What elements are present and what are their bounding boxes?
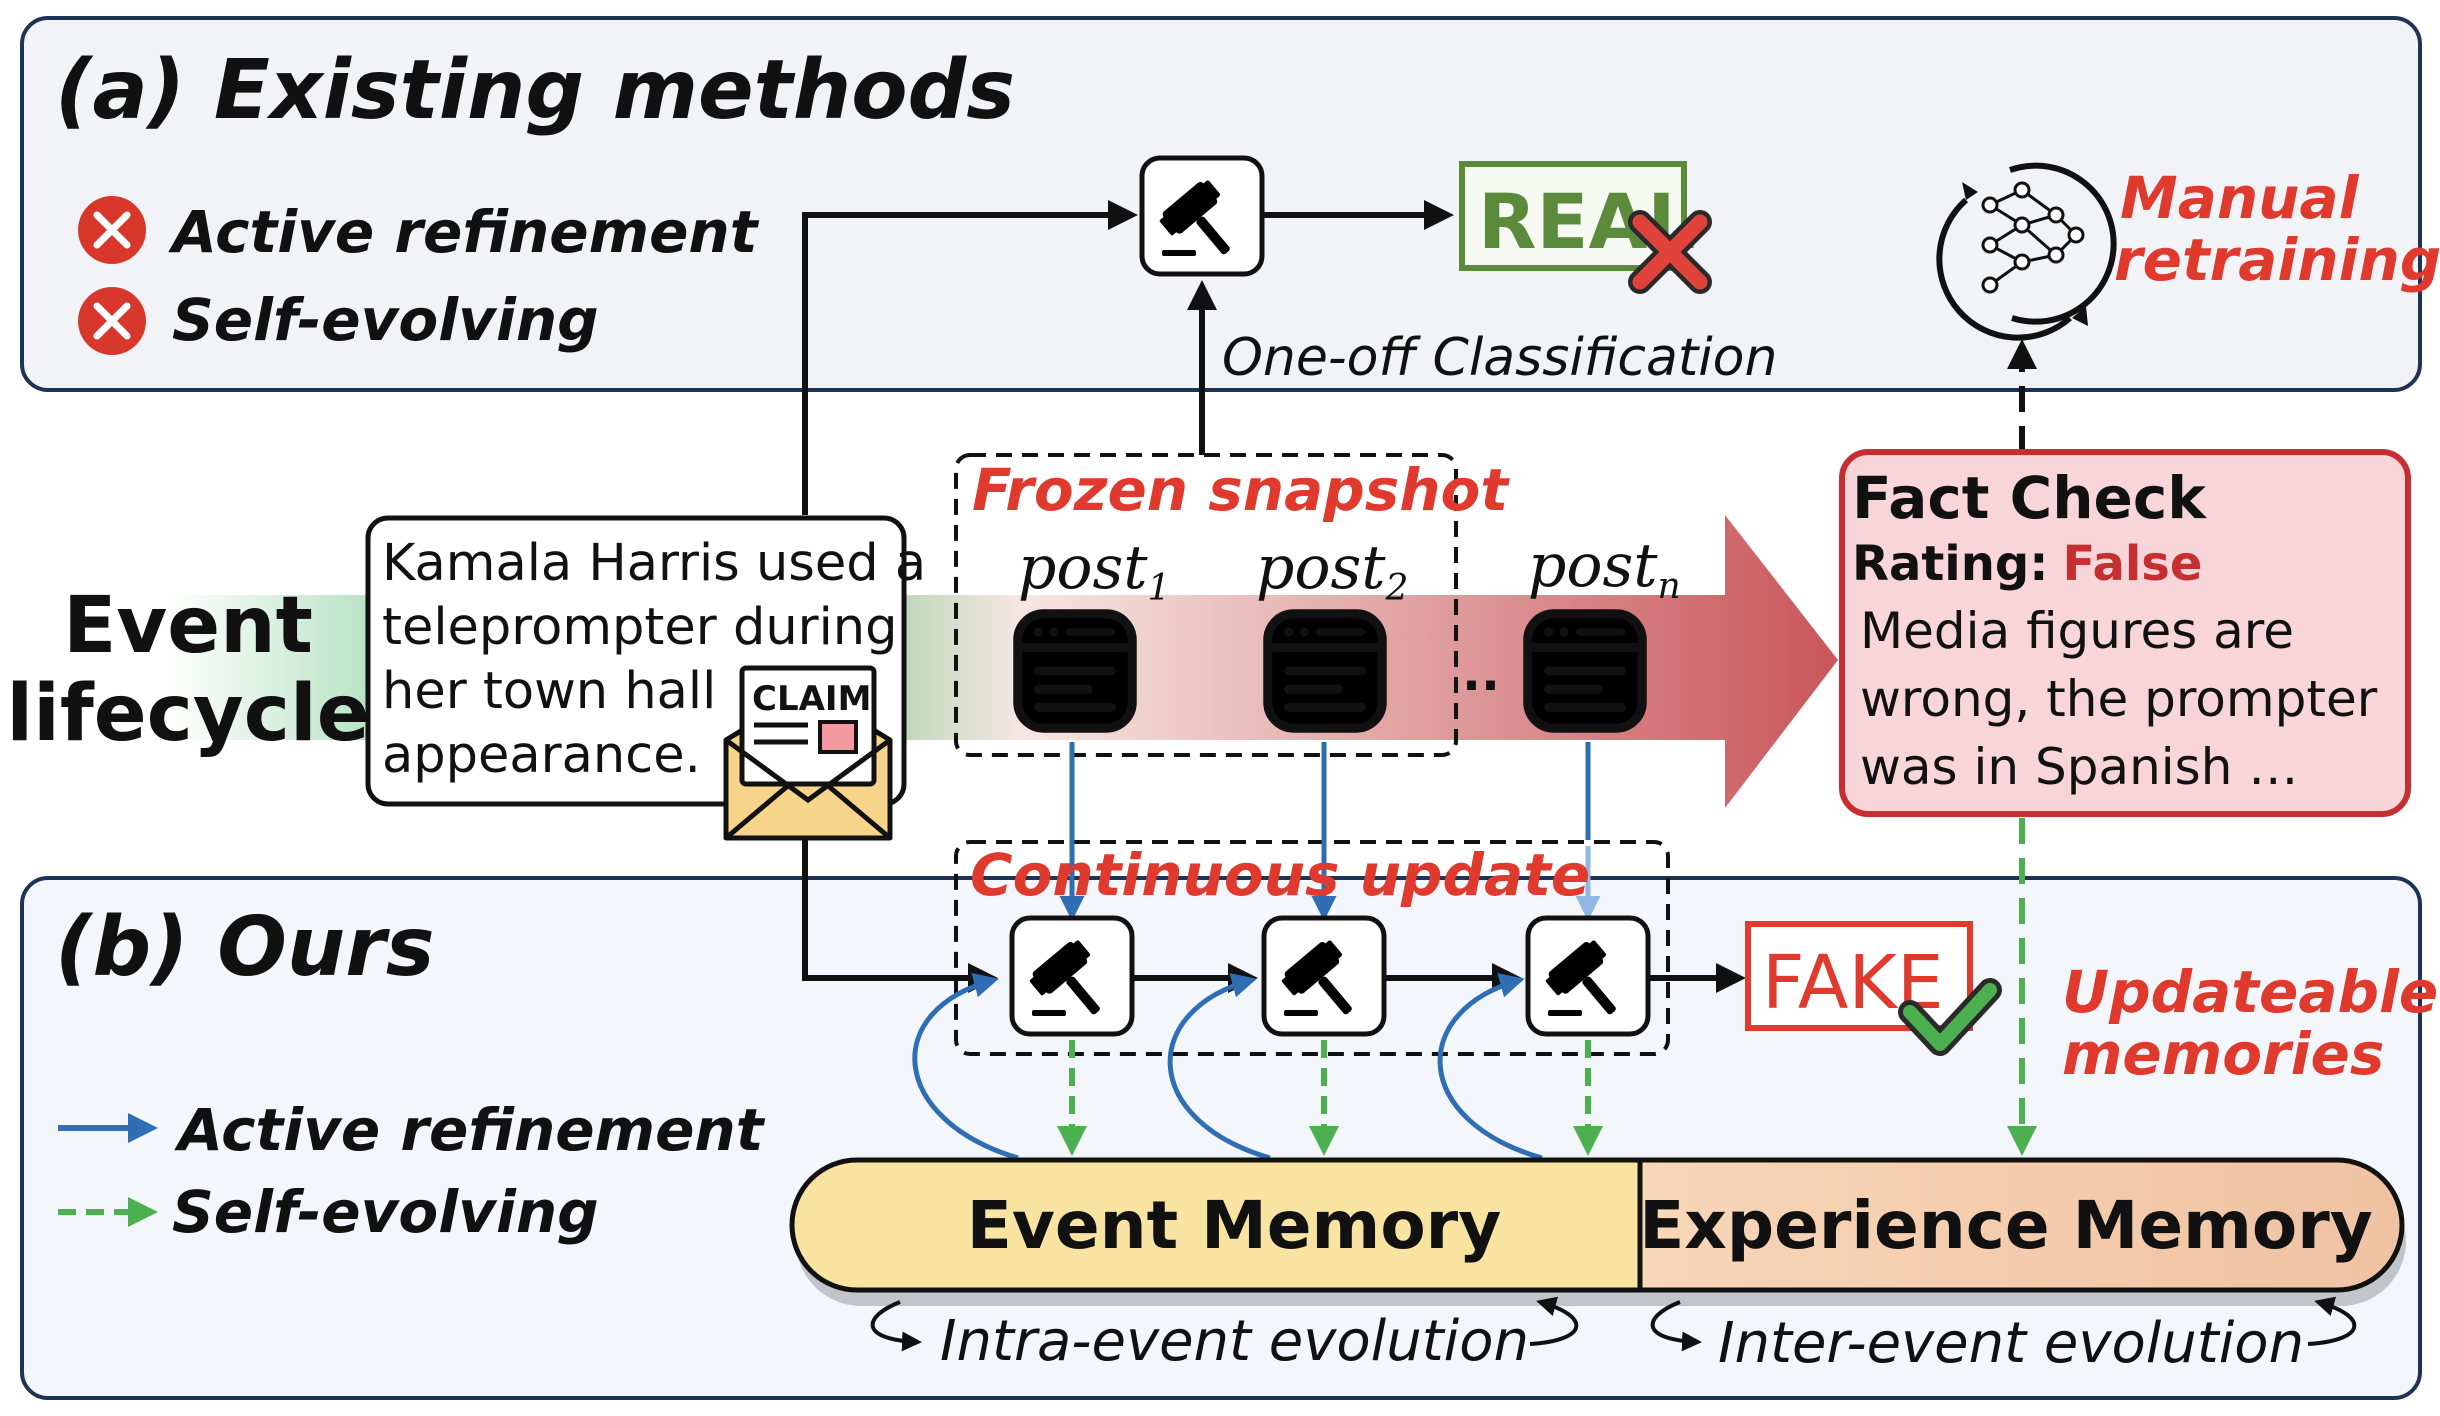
claim-text-line-4: appearance. — [382, 726, 701, 785]
manual-retraining-label-2: retraining — [2114, 226, 2440, 294]
post-1: post1 — [1018, 533, 1170, 728]
panel-a-item-active-label: Active refinement — [168, 198, 760, 266]
legend-active-refinement: Active refinement — [58, 1096, 766, 1164]
checkmark-icon — [1898, 978, 2002, 1056]
lifecycle-label-2: lifecycle — [6, 669, 369, 759]
fact-check-title: Fact Check — [1852, 464, 2207, 532]
panel-b-title: (b) Ours — [55, 900, 435, 995]
gavel-classifier-b2 — [1261, 915, 1387, 1037]
event-memory-label: Event Memory — [967, 1187, 1502, 1264]
post-1-icon — [1018, 614, 1132, 728]
route-arrow-top — [802, 200, 1138, 515]
updateable-memories-label-2: memories — [2062, 1020, 2384, 1088]
frozen-snapshot-label: Frozen snapshot — [972, 456, 1510, 524]
svg-text:Intra-event evolution: Intra-event evolution — [940, 1309, 1529, 1374]
fact-check-body-2: wrong, the prompter — [1860, 670, 2378, 728]
memory-refine-arrow-2 — [1167, 973, 1271, 1161]
svg-text:Self-evolving: Self-evolving — [172, 1178, 599, 1246]
panel-a-item-active: Active refinement — [78, 196, 760, 266]
svg-text:Inter-event evolution: Inter-event evolution — [1718, 1311, 2304, 1376]
manual-retraining-label-1: Manual — [2120, 164, 2360, 232]
intra-event-evolution: Intra-event evolution — [870, 1296, 1579, 1374]
claim-text-line-1: Kamala Harris used a — [382, 534, 926, 593]
gavel-classifier-b1 — [1009, 915, 1135, 1037]
svg-text:Active refinement: Active refinement — [174, 1096, 766, 1164]
post-ellipsis: .. — [1462, 644, 1500, 702]
post-n: postn — [1528, 531, 1681, 728]
claim-card: Kamala Harris used a teleprompter during… — [365, 515, 926, 807]
fact-check-body-1: Media figures are — [1860, 602, 2294, 660]
fact-check-card: Fact Check Rating:False Media figures ar… — [1839, 449, 2411, 817]
memory-bar: Event Memory Experience Memory — [789, 1157, 2406, 1306]
updateable-memories-label-1: Updateable — [2062, 958, 2438, 1026]
route-arrow-bottom — [802, 840, 998, 993]
svg-text:postn: postn — [1528, 531, 1681, 607]
panel-a-item-self: Self-evolving — [78, 286, 599, 355]
frozen-snapshot-frame — [954, 453, 1458, 757]
gavel-classifier-a — [1139, 155, 1265, 277]
post-2: post2 — [1256, 533, 1408, 728]
fact-check-body-3: was in Spanish … — [1860, 738, 2298, 796]
claim-envelope-icon: CLAIM — [723, 665, 893, 841]
claim-text-line-3: her town hall — [382, 662, 716, 721]
neural-net-icon — [1936, 162, 2117, 341]
panel-a-item-self-label: Self-evolving — [172, 286, 599, 354]
one-off-classification-label: One-off Classification — [1222, 328, 1777, 388]
svg-text:post1: post1 — [1018, 533, 1170, 609]
memory-refine-arrow-1 — [912, 973, 1019, 1161]
experience-memory-label: Experience Memory — [1639, 1187, 2373, 1264]
continuous-update-label: Continuous update — [970, 841, 1590, 909]
claim-stamp: CLAIM — [752, 679, 871, 719]
claim-text-line-2: teleprompter during — [382, 598, 897, 657]
lifecycle-label-1: Event — [63, 581, 313, 671]
post-2-icon — [1268, 614, 1382, 728]
continuous-update-frame — [954, 840, 1670, 1056]
svg-text:post2: post2 — [1256, 533, 1408, 609]
memory-refine-arrow-3 — [1437, 973, 1543, 1161]
fake-label-box: FAKE — [1745, 921, 1973, 1031]
legend-self-evolving: Self-evolving — [58, 1178, 599, 1246]
panel-a-title: (a) Existing methods — [55, 43, 1015, 138]
gavel-classifier-b3 — [1525, 915, 1651, 1037]
post-n-icon — [1528, 614, 1642, 728]
fact-check-rating: Rating:False — [1852, 536, 2202, 592]
wrong-cross-icon — [1628, 210, 1712, 294]
inter-event-evolution: Inter-event evolution — [1650, 1296, 2357, 1376]
